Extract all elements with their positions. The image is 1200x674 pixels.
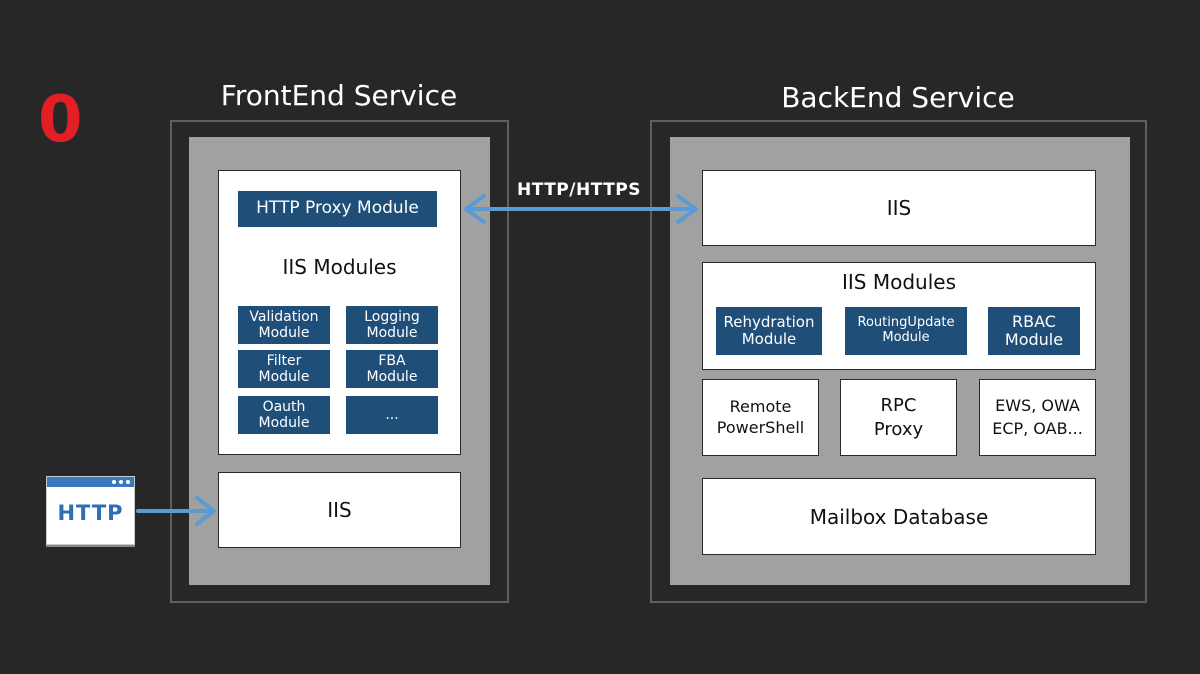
- rpc-proxy: RPC Proxy: [840, 379, 957, 456]
- backend-service-box: [650, 120, 1147, 603]
- right-arrowhead-icon: [676, 194, 698, 224]
- http-icon-label: HTTP: [57, 501, 124, 525]
- filter-module: Filter Module: [238, 350, 330, 388]
- slide-number: 0: [38, 83, 83, 157]
- backend-iis-modules-title: IIS Modules: [842, 270, 956, 294]
- rehydration-module: Rehydration Module: [716, 307, 822, 355]
- remote-powershell: Remote PowerShell: [702, 379, 819, 456]
- frontend-iis-modules-title: IIS Modules: [282, 255, 397, 279]
- http-proxy-module: HTTP Proxy Module: [238, 191, 437, 227]
- http-client-icon: HTTP: [46, 476, 135, 545]
- mailbox-database: Mailbox Database: [702, 478, 1096, 555]
- left-arrowhead-icon: [464, 194, 486, 224]
- frontend-iis: IIS: [218, 472, 461, 548]
- more-modules: ...: [346, 396, 438, 434]
- routing-update-module: RoutingUpdate Module: [845, 307, 967, 355]
- ews-owa-ecp-oab: EWS, OWA ECP, OAB...: [979, 379, 1096, 456]
- backend-iis: IIS: [702, 170, 1096, 246]
- validation-module: Validation Module: [238, 306, 330, 344]
- fba-module: FBA Module: [346, 350, 438, 388]
- logging-module: Logging Module: [346, 306, 438, 344]
- frontend-service-box: [170, 120, 509, 603]
- oauth-module: Oauth Module: [238, 396, 330, 434]
- rbac-module: RBAC Module: [988, 307, 1080, 355]
- protocol-label: HTTP/HTTPS: [517, 180, 641, 200]
- frontend-title: FrontEnd Service: [220, 79, 458, 112]
- backend-title: BackEnd Service: [781, 81, 1015, 114]
- client-arrowhead-icon: [195, 496, 216, 526]
